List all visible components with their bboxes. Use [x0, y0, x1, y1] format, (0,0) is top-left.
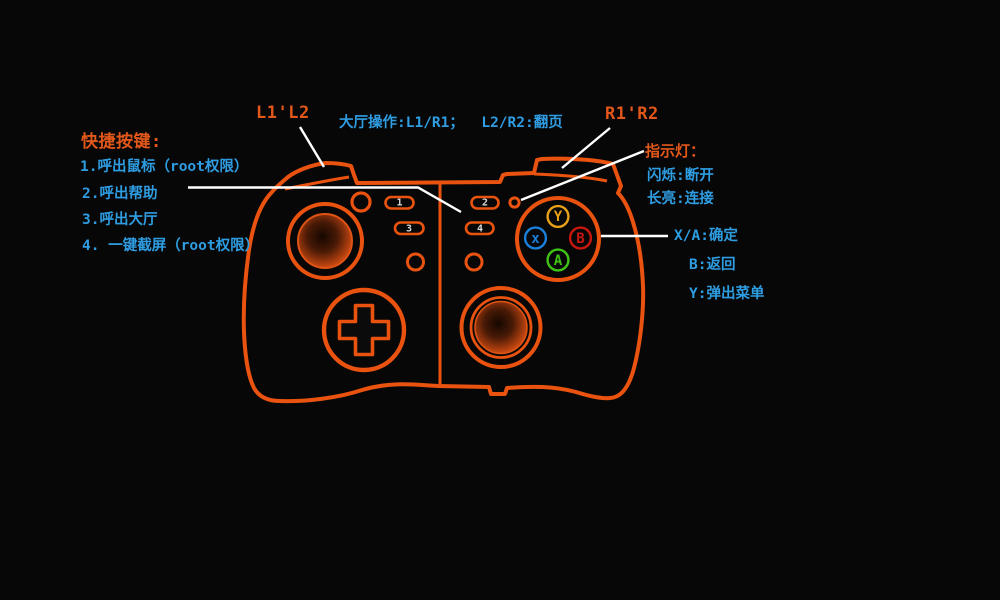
face-button-x-label: x [531, 230, 540, 247]
pill-button-2 [470, 195, 500, 210]
indicator-title: 指示灯： [645, 142, 706, 160]
left-stick-cap [297, 213, 353, 269]
right-stick-cap [474, 300, 528, 355]
face-button-x-circle [523, 226, 548, 250]
pill-button-4-number: 4 [476, 223, 484, 234]
face-button-y-label: Y [553, 209, 563, 225]
select-button [350, 191, 372, 213]
shortcut-item-screenshot: 4. 一键截屏（root权限） [82, 238, 260, 254]
pill-button-3 [393, 221, 425, 236]
right-trigger-seam [533, 172, 608, 183]
indicator-led [508, 196, 521, 209]
face-button-b-label: B [576, 230, 585, 247]
pill-button-3-number: 3 [405, 223, 413, 234]
lobby-operation-hint: 大厅操作:L1/R1； L2/R2:翻页 [339, 115, 563, 131]
pill-button-1-number: 1 [396, 197, 403, 209]
left-stick-ring [286, 202, 364, 280]
face-button-b-circle [568, 226, 593, 250]
right-stick-inner-ring [469, 296, 533, 359]
dpad-ring [321, 287, 407, 373]
dpad-cross [337, 303, 391, 357]
small-button-right [464, 252, 484, 272]
confirm-hint: X/A:确定 [674, 228, 738, 244]
indicator-solid-label: 长亮:连接 [647, 191, 714, 207]
back-hint: B:返回 [689, 257, 736, 273]
face-buttons-ring [515, 196, 601, 282]
left-trigger-label: L1'L2 [256, 103, 310, 123]
leader-shortcut-buttons [188, 186, 462, 214]
face-button-a-circle [546, 248, 570, 272]
shortcut-keys-title: 快捷按键: [81, 132, 162, 152]
pill-button-2-number: 2 [481, 197, 489, 209]
shortcut-item-help: 2.呼出帮助 [82, 186, 158, 202]
face-button-y-circle [546, 204, 570, 229]
face-button-a-label: A [553, 252, 563, 269]
leader-left-trigger [298, 126, 326, 168]
pill-button-1 [384, 195, 415, 210]
small-button-left [406, 252, 425, 272]
leader-right-trigger [561, 127, 611, 169]
leader-indicator [520, 149, 645, 202]
shortcut-item-lobby: 3.呼出大厅 [82, 212, 158, 228]
indicator-blink-label: 闪烁:断开 [647, 168, 714, 184]
shortcut-item-mouse: 1.呼出鼠标（root权限） [80, 159, 249, 175]
right-stick-outer-ring [459, 286, 543, 369]
right-trigger-label: R1'R2 [605, 104, 659, 124]
menu-hint: Y:弹出菜单 [689, 286, 765, 302]
pill-button-4 [464, 221, 495, 236]
controller-body-outline [241, 156, 646, 404]
